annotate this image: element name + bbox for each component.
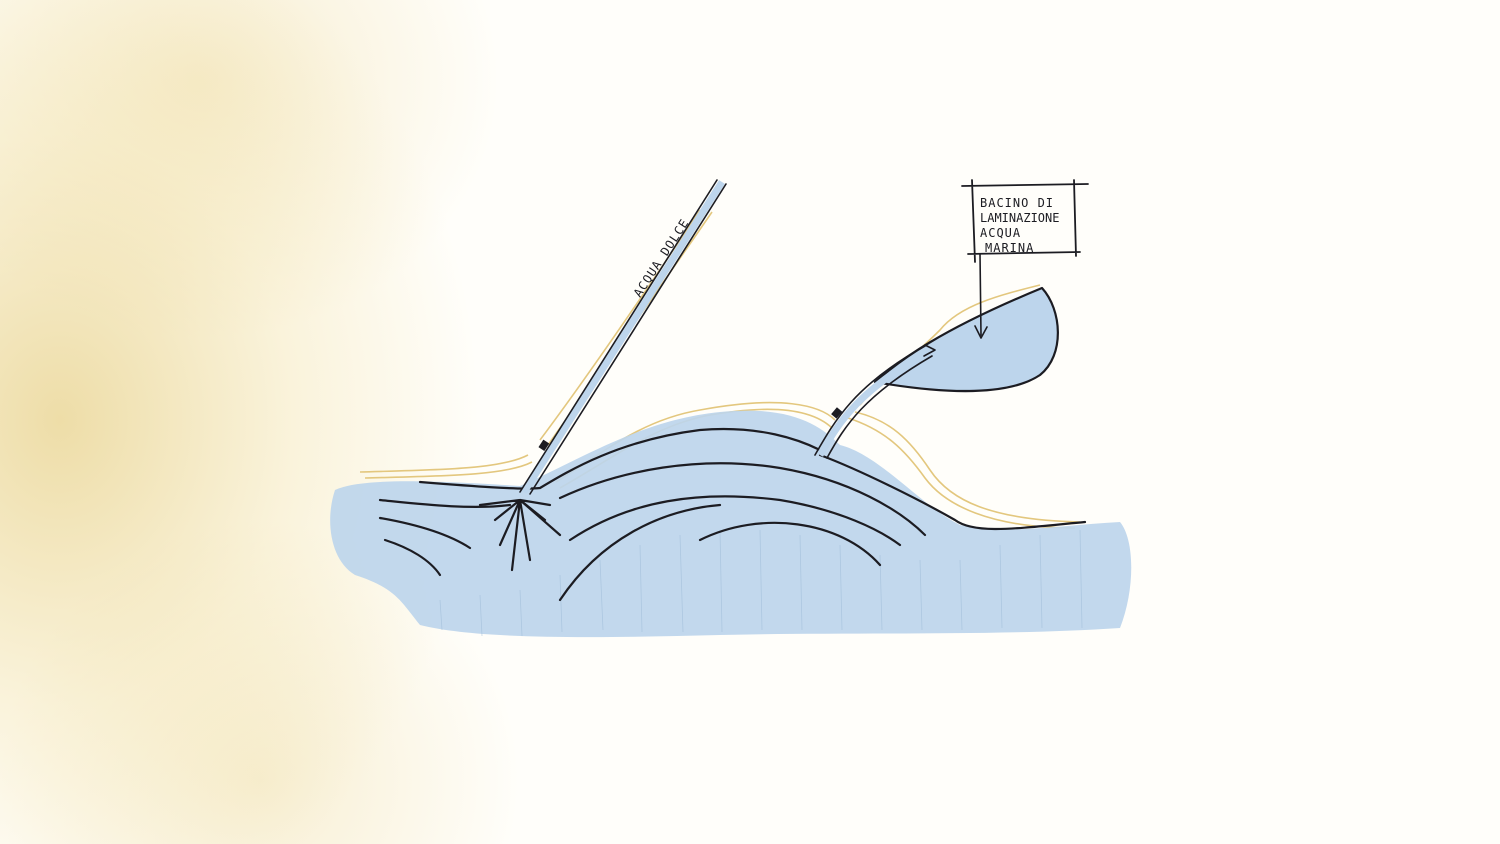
water-hatching — [439, 529, 1083, 637]
basin-label-line4: MARINA — [985, 241, 1034, 255]
retention-basin-water — [875, 288, 1058, 392]
basin-label-line1: BACINO DI — [980, 196, 1054, 210]
lagoon-water — [330, 410, 1132, 638]
current-lines — [378, 427, 1087, 602]
basin-label-box: BACINO DI LAMINAZIONE ACQUA MARINA — [961, 179, 1089, 339]
sea-water-channel — [814, 344, 936, 459]
basin-label-line2: LAMINAZIONE — [980, 211, 1059, 225]
basin-label-line3: ACQUA — [980, 226, 1021, 240]
fresh-water-channel — [519, 179, 727, 495]
